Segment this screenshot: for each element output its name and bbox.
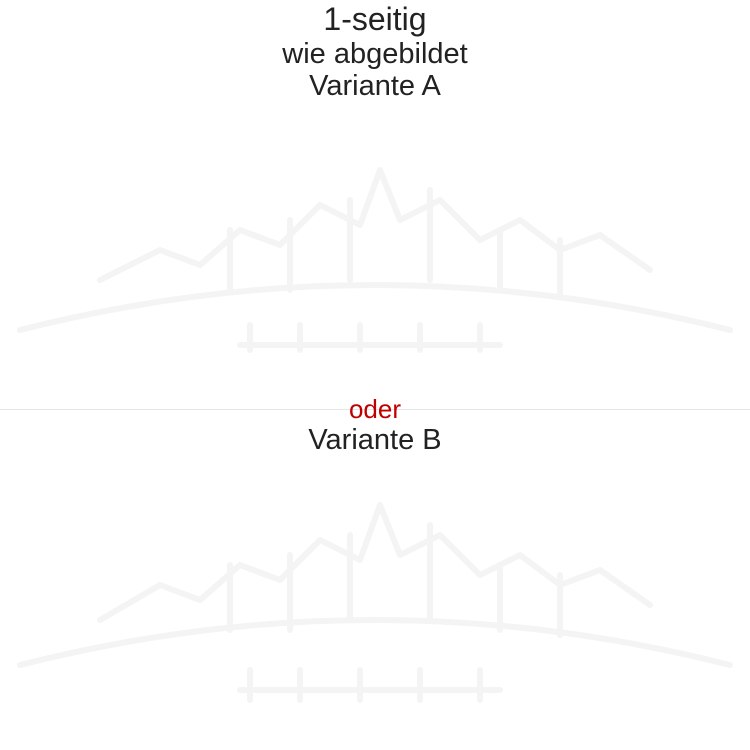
or-separator-label: oder [348,394,402,424]
subtitle-as-shown: wie abgebildet [282,38,468,70]
title-side-count: 1-seitig [323,1,427,37]
variant-b-artwork [17,502,733,703]
variant-a-label: Variante A [309,70,441,102]
divider-line [0,409,750,410]
variant-b-label: Variante B [308,424,442,456]
variant-a-artwork [17,167,733,353]
